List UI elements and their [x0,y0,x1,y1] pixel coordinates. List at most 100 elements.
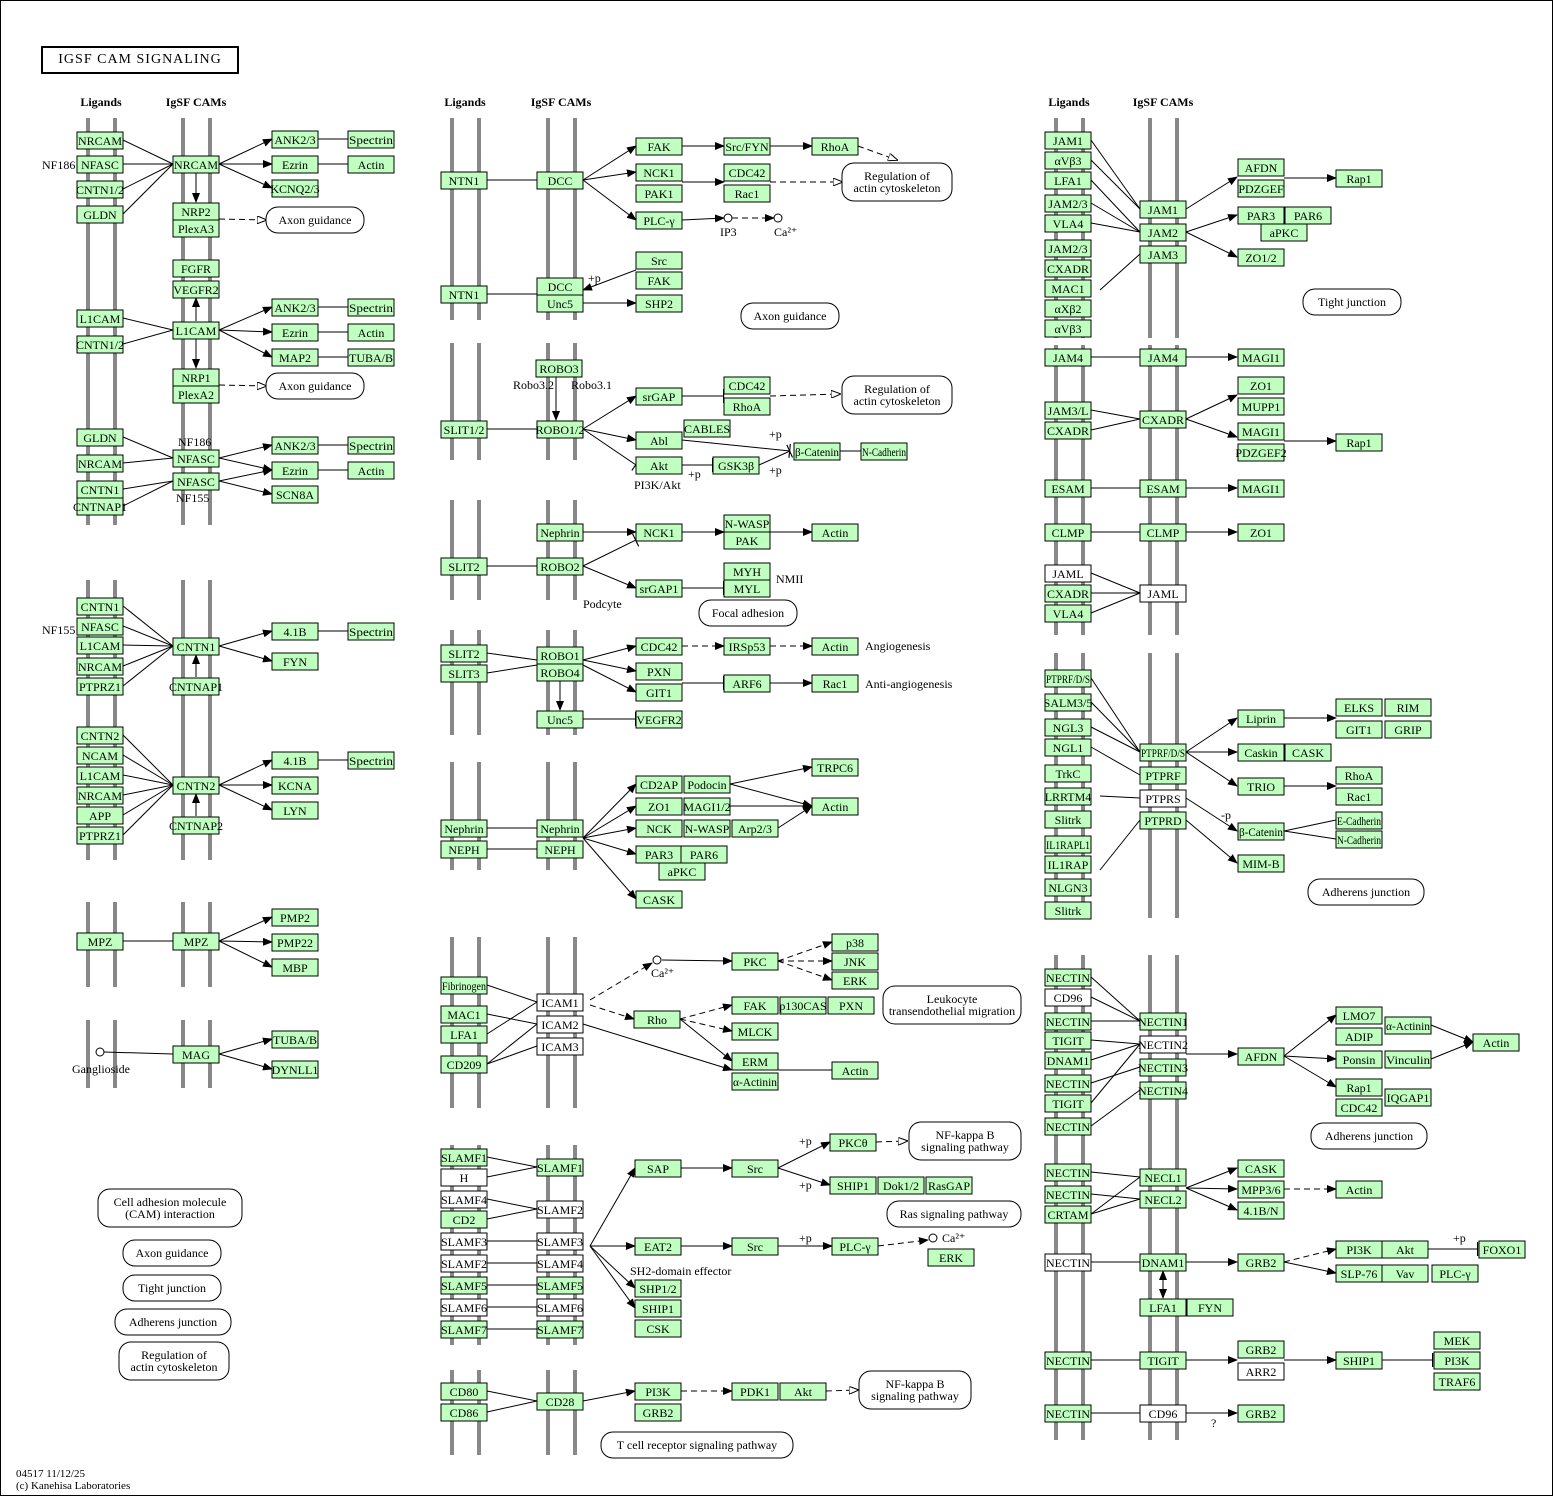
gene-node-nfasc[interactable]: NFASC [172,449,220,468]
gene-box[interactable] [1139,1253,1187,1272]
gene-box[interactable] [811,797,859,816]
gene-node-lfa1[interactable]: LFA1 [1139,1298,1187,1317]
gene-box[interactable] [1139,1081,1187,1100]
gene-node-catenin[interactable]: β-Catenin [1237,822,1285,841]
gene-box[interactable] [635,163,683,182]
gene-box[interactable] [683,419,731,438]
gene-box[interactable] [1335,1078,1383,1097]
gene-box[interactable] [76,454,124,473]
gene-box[interactable] [440,285,488,304]
gene-box[interactable] [440,171,488,190]
gene-box[interactable] [1044,1012,1092,1031]
gene-box[interactable] [440,1148,488,1167]
gene-node-jam1[interactable]: JAM1 [1044,131,1092,150]
gene-node-ezrin[interactable]: Ezrin [271,461,319,480]
gene-node-ngl1[interactable]: NGL1 [1044,738,1092,757]
gene-box[interactable] [1237,158,1285,177]
gene-box[interactable] [1139,523,1187,542]
gene-node-rho[interactable]: Rho [633,1010,681,1029]
gene-node-l1cam[interactable]: L1CAM [76,636,124,655]
gene-box[interactable] [1478,1240,1526,1259]
gene-box[interactable] [1139,1035,1187,1054]
gene-node-cdc42[interactable]: CDC42 [1335,1098,1383,1117]
gene-box[interactable] [271,298,319,317]
gene-node-fyn[interactable]: FYN [271,652,319,671]
gene-box[interactable] [440,557,488,576]
gene-box[interactable] [1431,1264,1479,1283]
gene-node-cables[interactable]: CABLES [683,419,731,438]
gene-node-slamf6[interactable]: SLAMF6 [440,1298,488,1317]
gene-box[interactable] [1044,718,1092,737]
gene-node-nectin4[interactable]: NECTIN4 [1138,1081,1188,1100]
gene-node-slamf4[interactable]: SLAMF4 [440,1190,488,1209]
pathway-link-ras-signaling-pathway[interactable]: Ras signaling pathway [886,1200,1022,1228]
gene-box[interactable] [635,294,683,313]
pathway-link-axon-guidance[interactable]: Axon guidance [122,1239,222,1267]
gene-node-rac1[interactable]: Rac1 [723,184,771,203]
gene-box[interactable] [831,952,879,971]
gene-box[interactable] [347,323,395,342]
gene-box[interactable] [271,908,319,927]
gene-node-slamf6[interactable]: SLAMF6 [536,1298,584,1317]
gene-box[interactable] [1044,693,1092,712]
gene-node-jam2[interactable]: JAM2 [1139,223,1187,242]
gene-node-actin[interactable]: Actin [811,797,859,816]
gene-node-git1[interactable]: GIT1 [635,683,683,702]
gene-box[interactable] [172,776,220,795]
gene-node-actin[interactable]: Actin [347,155,395,174]
gene-node-nlgn3[interactable]: NLGN3 [1044,878,1092,897]
gene-node-unc5[interactable]: Unc5 [536,710,584,729]
gene-box[interactable] [1139,200,1187,219]
gene-box[interactable] [634,1159,682,1178]
gene-node-cntnap1[interactable]: CNTNAP1 [73,497,127,516]
gene-box[interactable] [172,219,220,238]
gene-node-liprin[interactable]: Liprin [1237,709,1285,728]
gene-node-dnam1[interactable]: DNAM1 [1139,1253,1187,1272]
gene-node-robo1-2[interactable]: ROBO1/2 [536,420,585,439]
gene-node-slamf5[interactable]: SLAMF5 [536,1276,584,1295]
gene-box[interactable] [1237,1180,1285,1199]
gene-box[interactable] [731,1052,779,1071]
gene-box[interactable] [1384,1088,1432,1107]
gene-box[interactable] [1472,1033,1520,1052]
gene-node-nectin2[interactable]: NECTIN2 [1138,1035,1188,1054]
gene-node-nfasc[interactable]: NFASC [76,155,124,174]
gene-node-mac1[interactable]: MAC1 [440,1005,488,1024]
gene-box[interactable] [440,1320,488,1339]
gene-box[interactable] [712,456,760,475]
gene-box[interactable] [1044,1094,1092,1113]
gene-node-pmp22[interactable]: PMP22 [271,933,319,952]
gene-box[interactable] [811,637,859,656]
gene-node-icam1[interactable]: ICAM1 [536,993,584,1012]
gene-node-kcnq2-3[interactable]: KCNQ2/3 [270,179,320,198]
gene-node-vegfr2[interactable]: VEGFR2 [172,280,220,299]
gene-box[interactable] [811,758,859,777]
gene-box[interactable] [172,637,220,656]
gene-box[interactable] [536,1298,584,1317]
gene-node-nephrin[interactable]: Nephrin [536,819,584,838]
gene-box[interactable] [347,622,395,641]
gene-node-tuba-b[interactable]: TUBA/B [271,1030,319,1049]
gene-box[interactable] [536,557,584,576]
gene-box[interactable] [1044,1031,1092,1050]
gene-box[interactable] [172,1045,220,1064]
gene-node-ponsin[interactable]: Ponsin [1335,1050,1383,1069]
gene-box[interactable] [779,996,827,1015]
gene-node-slamf2[interactable]: SLAMF2 [440,1254,488,1273]
gene-node-mpp3-6[interactable]: MPP3/6 [1237,1180,1285,1199]
gene-box[interactable] [1237,479,1285,498]
gene-box[interactable] [1139,348,1187,367]
gene-node-p38[interactable]: p38 [831,933,879,952]
gene-node-afdn[interactable]: AFDN [1237,158,1285,177]
gene-box[interactable] [1139,1190,1187,1209]
gene-box[interactable] [658,862,706,881]
gene-node-zo1-2[interactable]: ZO1/2 [1237,248,1285,267]
gene-box[interactable] [811,137,859,156]
gene-node-foxo1[interactable]: FOXO1 [1478,1240,1526,1259]
gene-box[interactable] [76,180,124,199]
gene-box[interactable] [271,179,319,198]
gene-box[interactable] [76,205,124,224]
gene-box[interactable] [1139,1404,1187,1423]
gene-box[interactable] [1237,1362,1285,1381]
gene-box[interactable] [440,976,488,995]
